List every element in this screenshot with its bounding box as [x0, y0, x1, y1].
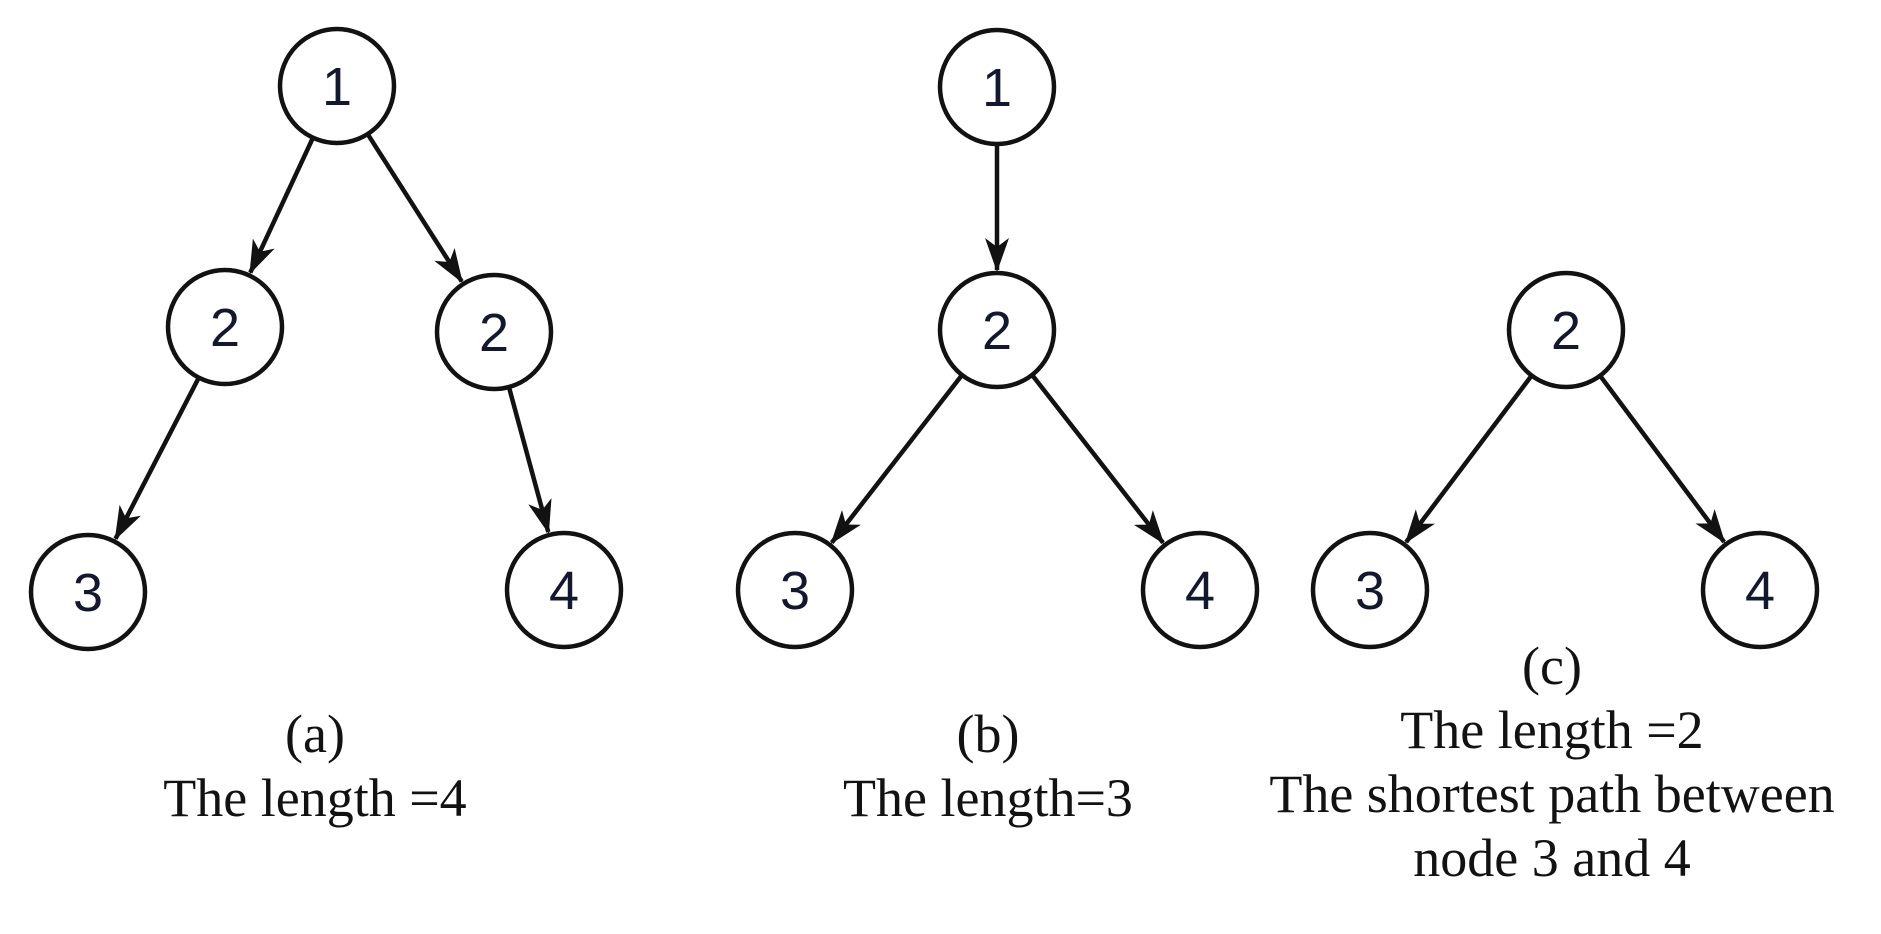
node-circle — [735, 530, 855, 650]
node-a-3: 3 — [28, 532, 148, 652]
node-a-4: 4 — [504, 530, 624, 650]
node-circle — [1506, 270, 1626, 390]
caption-b-label: (b) — [956, 704, 1020, 764]
node-label: 2 — [1551, 301, 1581, 361]
node-circle — [937, 27, 1057, 147]
node-label: 3 — [1355, 561, 1385, 621]
edge-a-1-2L — [248, 136, 316, 275]
edge-a-2L-3 — [113, 376, 201, 541]
caption-c: (c) The length =2 The shortest path betw… — [1269, 634, 1834, 890]
node-label: 2 — [210, 298, 240, 358]
diagram-b: 1 2 3 4 — [735, 27, 1260, 650]
diagram-a: 1 2 2 3 4 — [28, 26, 624, 652]
node-circle — [28, 532, 148, 652]
edge-b-2-3 — [830, 373, 964, 545]
caption-c-line-2: The shortest path between — [1269, 764, 1835, 824]
node-label: 2 — [982, 301, 1012, 361]
edge-b-2-4 — [1030, 373, 1165, 545]
node-label: 1 — [982, 58, 1012, 118]
node-label: 3 — [780, 561, 810, 621]
node-b-3: 3 — [735, 530, 855, 650]
node-circle — [1700, 530, 1820, 650]
caption-c-line-1: The length =2 — [1400, 700, 1704, 760]
caption-a-label: (a) — [285, 704, 345, 764]
caption-a-line-1: The length =4 — [163, 768, 467, 828]
node-b-1: 1 — [937, 27, 1057, 147]
node-circle — [277, 26, 397, 146]
caption-a: (a) The length =4 — [163, 702, 466, 830]
node-label: 2 — [479, 303, 509, 363]
node-b-2: 2 — [937, 270, 1057, 390]
diagram-c: 2 3 4 — [1310, 270, 1820, 650]
node-c-4: 4 — [1700, 530, 1820, 650]
node-circle — [937, 270, 1057, 390]
node-a-2L: 2 — [165, 267, 285, 387]
node-a-2R: 2 — [434, 272, 554, 392]
node-b-4: 4 — [1140, 530, 1260, 650]
edge-c-2-4 — [1598, 374, 1726, 544]
caption-b: (b) The length=3 — [843, 702, 1133, 830]
node-c-3: 3 — [1310, 530, 1430, 650]
edge-a-1-2R — [365, 132, 464, 284]
node-circle — [1140, 530, 1260, 650]
node-label: 4 — [1185, 561, 1215, 621]
node-label: 4 — [1745, 561, 1775, 621]
node-circle — [1310, 530, 1430, 650]
node-label: 1 — [322, 57, 352, 117]
caption-c-line-3: node 3 and 4 — [1413, 828, 1691, 888]
node-a-1: 1 — [277, 26, 397, 146]
node-c-2: 2 — [1506, 270, 1626, 390]
node-label: 4 — [549, 561, 579, 621]
caption-b-line-1: The length=3 — [843, 768, 1133, 828]
edge-c-2-3 — [1404, 374, 1534, 544]
node-circle — [504, 530, 624, 650]
caption-c-label: (c) — [1522, 636, 1582, 696]
node-circle — [434, 272, 554, 392]
node-label: 3 — [73, 563, 103, 623]
edge-a-2R-4 — [506, 386, 552, 535]
node-circle — [165, 267, 285, 387]
